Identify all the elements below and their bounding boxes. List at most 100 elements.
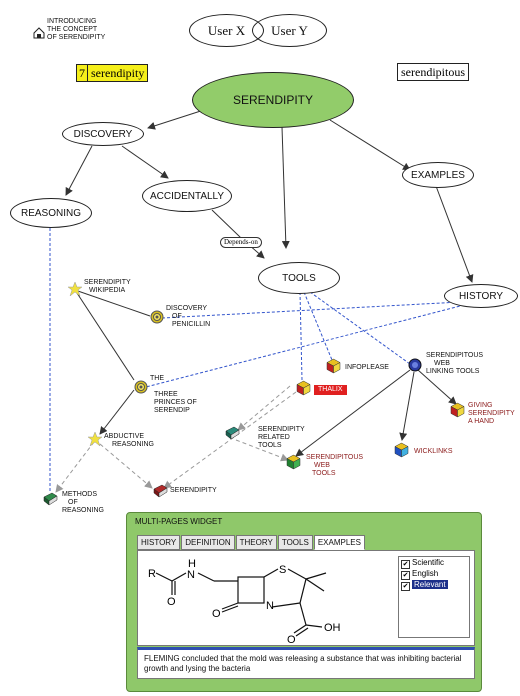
intro-note: INTRODUCING THE CONCEPT OF SERENDIPITY: [47, 18, 105, 42]
label-line: METHODS: [62, 491, 97, 498]
edge-examples-history: [435, 185, 474, 283]
target-icon[interactable]: [134, 380, 148, 399]
star-icon[interactable]: [87, 431, 103, 451]
node-accidentally[interactable]: ACCIDENTALLY: [142, 180, 232, 212]
label-related-tools[interactable]: SERENDIPITY RELATED TOOLS: [258, 426, 305, 450]
home-icon[interactable]: [33, 26, 45, 44]
label-discovery-penicillin[interactable]: DISCOVERY OF PENICILLIN: [166, 305, 210, 329]
link-abductive-methods: [55, 441, 95, 493]
label-abductive-reasoning[interactable]: ABDUCTIVE REASONING: [104, 433, 154, 449]
label-line: SERENDIPITY: [84, 279, 131, 286]
label-line: WEB: [314, 462, 330, 469]
book-icon[interactable]: [224, 426, 240, 445]
label-thalix[interactable]: THALIX: [314, 385, 347, 395]
edge-label-text: Depends-on: [224, 238, 258, 246]
book-icon[interactable]: [152, 484, 168, 503]
label-line: DISCOVERY: [166, 305, 208, 312]
intro-note-line: THE CONCEPT: [47, 26, 98, 33]
node-history[interactable]: HISTORY: [444, 284, 518, 308]
label-giving-serendipity[interactable]: GIVING SERENDIPITY A HAND: [468, 402, 515, 426]
label-line: RELATED: [258, 434, 290, 441]
node-discovery[interactable]: DISCOVERY: [62, 122, 144, 146]
link-thalix-related: [237, 385, 291, 431]
book-icon[interactable]: [42, 492, 58, 511]
edge-accidentally-tools: [211, 209, 265, 259]
svg-text:OH: OH: [324, 622, 341, 634]
target-icon[interactable]: [150, 310, 164, 329]
svg-text:H: H: [188, 558, 196, 570]
svg-text:O: O: [167, 596, 176, 608]
node-serendipity[interactable]: SERENDIPITY: [192, 72, 354, 128]
checkbox-relevant[interactable]: ✔Relevant: [399, 579, 469, 591]
cube-icon[interactable]: [450, 402, 465, 423]
label-line: LINKING TOOLS: [426, 368, 480, 375]
label-three-princes[interactable]: THE THREE PRINCES OF SERENDIP: [150, 375, 197, 415]
link-tools-thalix: [299, 291, 303, 381]
related-term-label: serendipitous: [401, 65, 465, 79]
checkbox-label: Scientific: [412, 558, 445, 567]
user-y[interactable]: User Y: [252, 14, 327, 47]
node-label: HISTORY: [458, 290, 504, 302]
tab-examples[interactable]: EXAMPLES: [313, 535, 365, 550]
label-wicklinks[interactable]: WICKLINKS: [414, 448, 453, 455]
checkbox-label: English: [412, 569, 439, 578]
node-label: TOOLS: [282, 272, 316, 284]
edge-label-depends-on: Depends-on: [220, 237, 262, 248]
edge-serendipity-examples: [329, 119, 411, 171]
svg-text:R: R: [148, 568, 156, 580]
filter-checklist: ✔Scientific ✔English ✔Relevant: [398, 556, 470, 638]
label-line: SERENDIPITY: [468, 410, 515, 417]
label-serendipity-book[interactable]: SERENDIPITY: [170, 487, 217, 494]
user-x[interactable]: User X: [189, 14, 264, 47]
label-serendipity-wikipedia[interactable]: SERENDIPITY WIKIPEDIA: [84, 279, 131, 295]
edge-linking-wicklinks: [399, 371, 415, 441]
cube-icon[interactable]: [326, 358, 341, 379]
label-methods-of-reasoning[interactable]: METHODS OF REASONING: [62, 491, 104, 515]
tab-theory[interactable]: THEORY: [235, 535, 277, 550]
node-examples[interactable]: EXAMPLES: [402, 162, 474, 188]
intro-note-line: OF SERENDIPITY: [47, 34, 106, 41]
user-y-label: User Y: [271, 22, 308, 38]
node-label: SERENDIPITY: [232, 93, 313, 107]
tab-definition[interactable]: DEFINITION: [181, 535, 235, 550]
node-label: REASONING: [20, 207, 81, 219]
widget-title: MULTI-PAGES WIDGET: [135, 517, 223, 526]
cube-icon[interactable]: [296, 380, 311, 401]
tab-tools[interactable]: TOOLS: [277, 535, 313, 550]
node-reasoning[interactable]: REASONING: [10, 198, 92, 228]
chemical-structure: R H N O O N S O OH: [148, 558, 341, 643]
related-term-box[interactable]: serendipitous: [397, 63, 469, 81]
label-line: A HAND: [468, 418, 495, 425]
link-tools-infoplease: [303, 291, 333, 361]
label-infoplease[interactable]: INFOPLEASE: [345, 364, 389, 371]
edge-serendipity-tools: [281, 126, 290, 249]
svg-text:N: N: [187, 569, 195, 581]
label-line: PENICILLIN: [172, 321, 211, 328]
cube-icon[interactable]: [286, 454, 301, 475]
link-thalix-book: [163, 391, 297, 489]
edge-wikipedia-penicillin: [74, 289, 151, 317]
cube-icon[interactable]: [394, 442, 409, 463]
widget-panel: R H N O O N S O OH ✔Scientific ✔English …: [137, 550, 475, 646]
label-web-linking-tools[interactable]: SERENDIPITOUS WEB LINKING TOOLS: [426, 352, 483, 376]
label-line: WIKIPEDIA: [89, 287, 126, 294]
label-line: GIVING: [468, 402, 493, 409]
node-tools[interactable]: TOOLS: [258, 262, 340, 294]
edge-linking-webtools: [295, 369, 411, 457]
label-line: SERENDIPITY: [258, 426, 305, 433]
check-icon: ✔: [401, 582, 410, 591]
checkbox-english[interactable]: ✔English: [399, 568, 469, 580]
svg-text:O: O: [287, 634, 296, 643]
label-web-tools[interactable]: SERENDIPITOUS WEB TOOLS: [306, 454, 363, 478]
label-line: REASONING: [112, 441, 155, 448]
edge-discovery-reasoning: [65, 145, 93, 196]
globe-icon[interactable]: [408, 358, 422, 377]
checkbox-scientific[interactable]: ✔Scientific: [399, 557, 469, 569]
label-line: THREE: [154, 391, 178, 398]
search-term-box[interactable]: 7 serendipity: [76, 64, 149, 82]
tab-history[interactable]: HISTORY: [137, 535, 181, 550]
widget-tabs: HISTORY DEFINITION THEORY TOOLS EXAMPLES: [137, 535, 366, 550]
star-icon[interactable]: [67, 281, 83, 301]
svg-text:O: O: [212, 608, 221, 620]
check-icon: ✔: [401, 560, 410, 569]
